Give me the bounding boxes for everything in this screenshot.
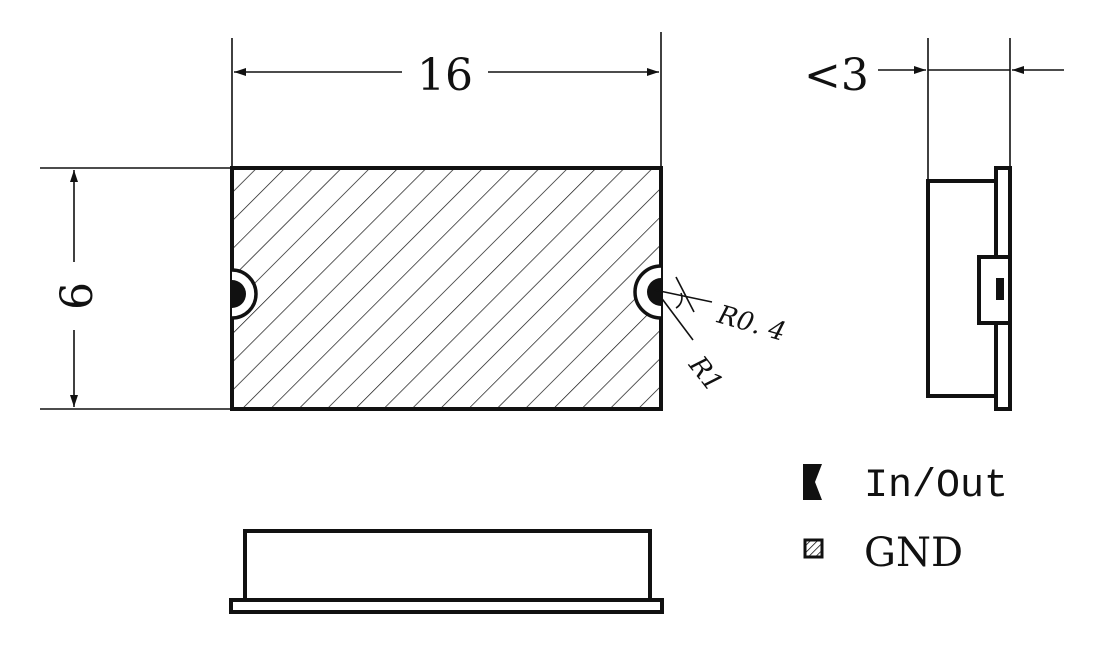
top-view: R0. 4 R1 xyxy=(230,166,789,411)
side-view xyxy=(926,166,1012,411)
height-dimension-label: 9 xyxy=(49,282,100,310)
in-out-pad-icon xyxy=(803,464,822,500)
width-dimension-label: 16 xyxy=(417,50,473,101)
thickness-dimension: <3 xyxy=(804,38,1064,181)
thickness-dimension-label: <3 xyxy=(804,50,869,101)
bottom-view xyxy=(229,529,664,614)
legend-item-in-out: In/Out xyxy=(803,464,1008,509)
legend: In/Out GND xyxy=(803,464,1008,576)
right-castellation xyxy=(633,264,662,320)
legend-item-gnd: GND xyxy=(803,530,963,576)
gnd-pad-area xyxy=(230,166,663,411)
legend-in-out-label: In/Out xyxy=(864,464,1008,509)
height-dimension: 9 xyxy=(40,167,232,410)
radius-leaders xyxy=(654,276,713,341)
left-castellation xyxy=(231,268,258,320)
radius-small-label: R0. 4 xyxy=(713,300,789,348)
width-dimension: 16 xyxy=(231,32,662,168)
radius-large-label: R1 xyxy=(682,350,728,398)
gnd-hatch-icon xyxy=(803,538,824,559)
legend-gnd-label: GND xyxy=(864,530,963,576)
